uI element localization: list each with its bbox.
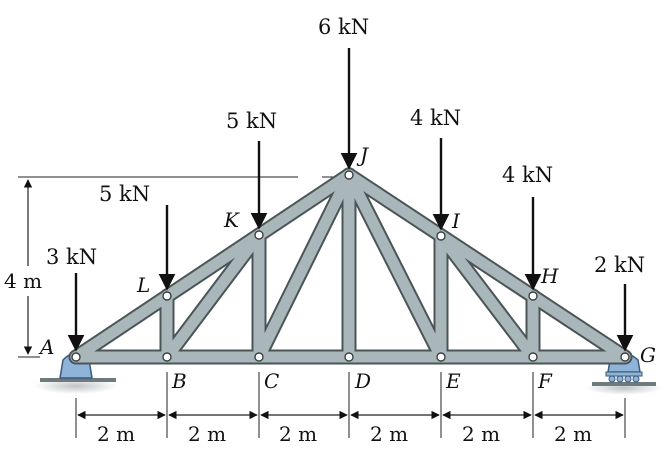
member-top-chord-right-fill: [343, 169, 631, 363]
span-label-bg: [553, 420, 605, 444]
joint-pins: [71, 170, 630, 362]
node-label-d: D: [354, 369, 371, 393]
support-g-roller-plate: [605, 371, 643, 377]
node-label-f: F: [537, 369, 553, 393]
support-g-roller: [624, 375, 632, 383]
member-if-fill: [435, 230, 539, 363]
member-cj-fill: [253, 169, 355, 363]
load-label-g: 2 kN: [594, 253, 645, 277]
span-label-backgrounds: [96, 420, 605, 444]
load-label-j: 6 kN: [318, 15, 369, 39]
pin-f: [528, 352, 538, 362]
node-label-c: C: [264, 369, 279, 393]
member-je-fill: [343, 169, 447, 363]
pin-h: [528, 291, 538, 301]
node-labels: A B C D E F G H I J K L: [38, 143, 656, 393]
node-label-b: B: [171, 369, 187, 393]
span-label-4: 2 m: [370, 422, 408, 446]
height-dimension-label: 4 m: [4, 269, 42, 293]
pin-d: [344, 352, 354, 362]
load-label-k: 5 kN: [226, 109, 277, 133]
support-g-roller: [616, 375, 624, 383]
node-label-e: E: [445, 369, 461, 393]
load-label-i: 4 kN: [410, 106, 461, 130]
load-label-h: 4 kN: [502, 163, 553, 187]
support-g-roller: [632, 375, 640, 383]
pin-k: [254, 230, 264, 240]
span-label-6: 2 m: [554, 422, 592, 446]
pin-c: [254, 352, 264, 362]
load-label-a: 3 kN: [46, 245, 97, 269]
support-a-base: [40, 378, 116, 382]
span-label-3: 2 m: [279, 422, 317, 446]
span-label-5: 2 m: [462, 422, 500, 446]
span-dimensions: 2 m 2 m 2 m 2 m 2 m 2 m: [75, 372, 626, 446]
node-label-a: A: [38, 335, 54, 359]
span-label-bg: [96, 420, 148, 444]
pin-g: [620, 352, 630, 362]
pin-i: [436, 231, 446, 241]
pin-e: [436, 352, 446, 362]
pin-b: [162, 352, 172, 362]
support-g-roller: [608, 375, 616, 383]
support-g-base: [592, 382, 656, 386]
node-label-k: K: [223, 208, 240, 232]
span-label-2: 2 m: [188, 422, 226, 446]
load-labels: 3 kN 5 kN 5 kN 6 kN 4 kN 4 kN 2 kN: [46, 15, 645, 277]
node-label-g: G: [640, 343, 656, 367]
span-label-bg: [369, 420, 421, 444]
node-label-l: L: [136, 273, 150, 297]
span-label-bg: [461, 420, 513, 444]
member-bk-fill: [161, 229, 265, 363]
node-label-j: J: [356, 143, 369, 167]
height-dimension: 4 m: [4, 179, 42, 355]
node-label-h: H: [540, 264, 559, 288]
span-label-bg: [278, 420, 330, 444]
node-label-i: I: [451, 209, 461, 233]
load-arrows: [67, 48, 634, 352]
span-label-1: 2 m: [97, 422, 135, 446]
pin-l: [162, 291, 172, 301]
pin-j: [344, 170, 354, 180]
pin-a: [71, 352, 81, 362]
member-top-chord-left-fill: [70, 169, 355, 363]
span-label-bg: [187, 420, 239, 444]
span-tick-lines: [75, 372, 626, 438]
load-label-l: 5 kN: [99, 182, 150, 206]
